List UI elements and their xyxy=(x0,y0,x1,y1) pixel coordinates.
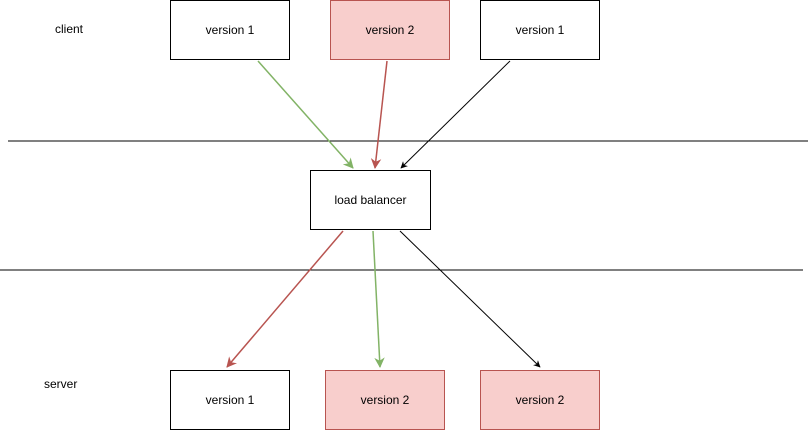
edge-load-balancer-to-server-1 xyxy=(226,230,344,368)
client-node-3: version 1 xyxy=(480,0,600,60)
client-node-2: version 2 xyxy=(330,0,450,60)
client-node-3-label: version 1 xyxy=(515,23,565,37)
client-node-2-label: version 2 xyxy=(365,23,415,37)
server-tier-label: server xyxy=(44,377,78,391)
client-tier-label: client xyxy=(55,22,84,36)
server-node-3: version 2 xyxy=(480,370,600,430)
server-node-1: version 1 xyxy=(170,370,290,430)
load-balancer-node: load balancer xyxy=(310,170,431,230)
edge-load-balancer-to-server-3 xyxy=(399,230,541,368)
server-node-3-label: version 2 xyxy=(515,393,565,407)
edge-load-balancer-to-server-2 xyxy=(372,230,385,369)
server-node-2: version 2 xyxy=(325,370,445,430)
load-balancer-label: load balancer xyxy=(334,193,407,207)
client-node-1-label: version 1 xyxy=(205,23,255,37)
client-node-1: version 1 xyxy=(170,0,290,60)
edge-client-2-to-load-balancer xyxy=(370,60,388,170)
edge-client-1-to-load-balancer xyxy=(257,60,354,169)
server-node-1-label: version 1 xyxy=(205,393,255,407)
edge-client-3-to-load-balancer xyxy=(400,60,511,169)
server-node-2-label: version 2 xyxy=(360,393,410,407)
